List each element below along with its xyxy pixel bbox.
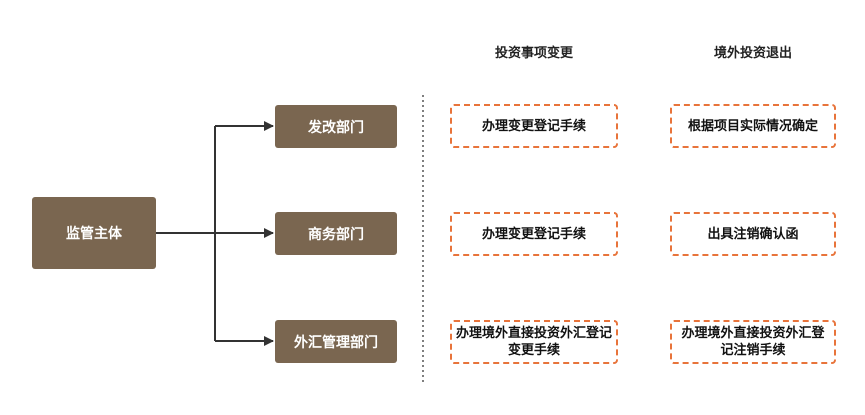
cell-text: 办理境外直接投资外汇登记变更手续 (456, 326, 613, 358)
column-header-investment-change: 投资事项变更 (494, 46, 573, 61)
department-box-commerce: 商务部门 (275, 212, 397, 255)
cell-text: 办理变更登记手续 (481, 226, 586, 242)
main-subject-label: 监管主体 (66, 226, 122, 242)
department-box-forex: 外汇管理部门 (275, 320, 397, 363)
department-label: 发改部门 (308, 119, 364, 136)
cell-text: 办理境外直接投资外汇登记注销手续 (681, 326, 825, 358)
main-subject-box: 监管主体 (32, 197, 156, 269)
department-label: 商务部门 (308, 226, 364, 243)
change-cell-commerce: 办理变更登记手续 (450, 212, 618, 256)
exit-cell-ndrc: 根据项目实际情况确定 (670, 104, 836, 148)
exit-cell-forex: 办理境外直接投资外汇登记注销手续 (670, 320, 836, 364)
change-cell-forex: 办理境外直接投资外汇登记变更手续 (450, 320, 618, 364)
department-box-ndrc: 发改部门 (275, 105, 397, 148)
exit-cell-commerce: 出具注销确认函 (670, 212, 836, 256)
cell-text: 出具注销确认函 (707, 226, 799, 242)
cell-text: 根据项目实际情况确定 (687, 118, 818, 134)
department-label: 外汇管理部门 (294, 334, 378, 351)
cell-text: 办理变更登记手续 (481, 118, 586, 134)
column-header-investment-exit: 境外投资退出 (713, 46, 792, 61)
change-cell-ndrc: 办理变更登记手续 (450, 104, 618, 148)
